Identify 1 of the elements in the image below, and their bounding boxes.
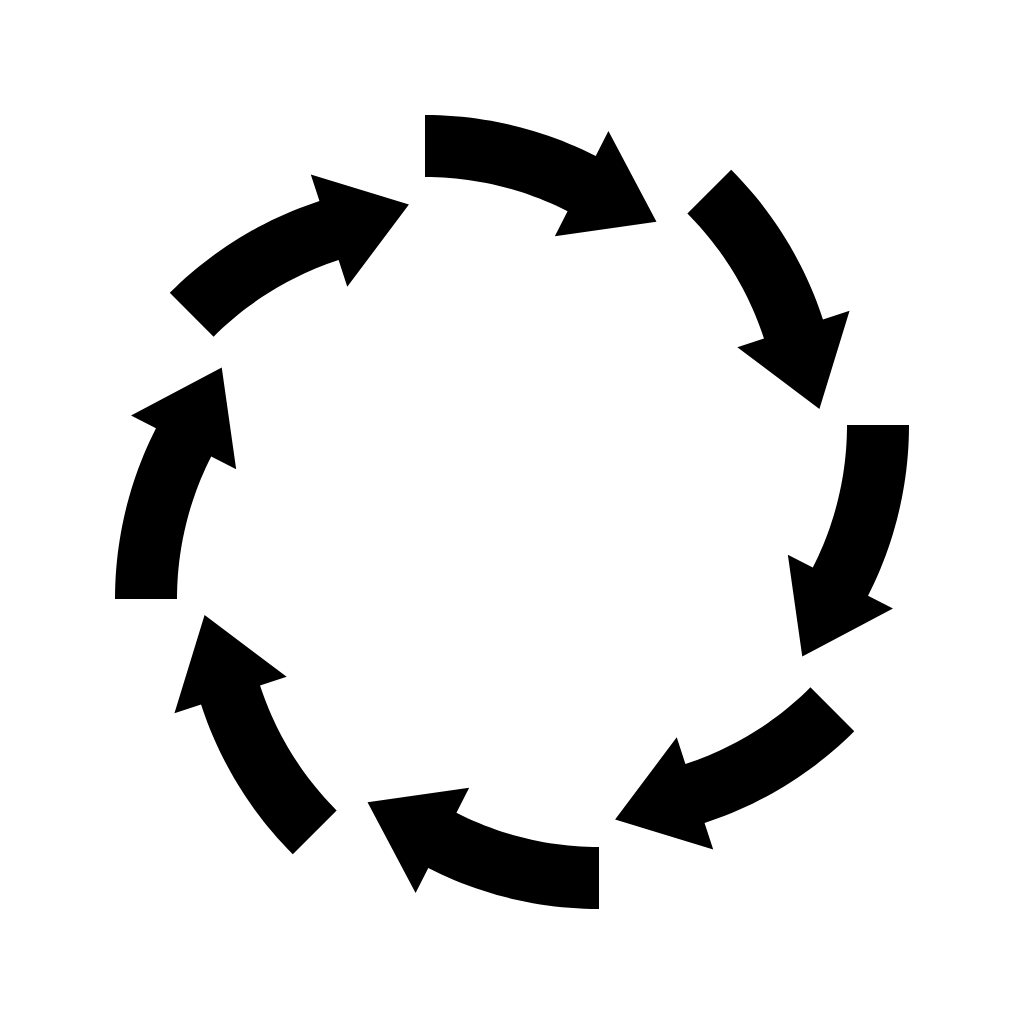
circular-arrows [115, 115, 909, 909]
